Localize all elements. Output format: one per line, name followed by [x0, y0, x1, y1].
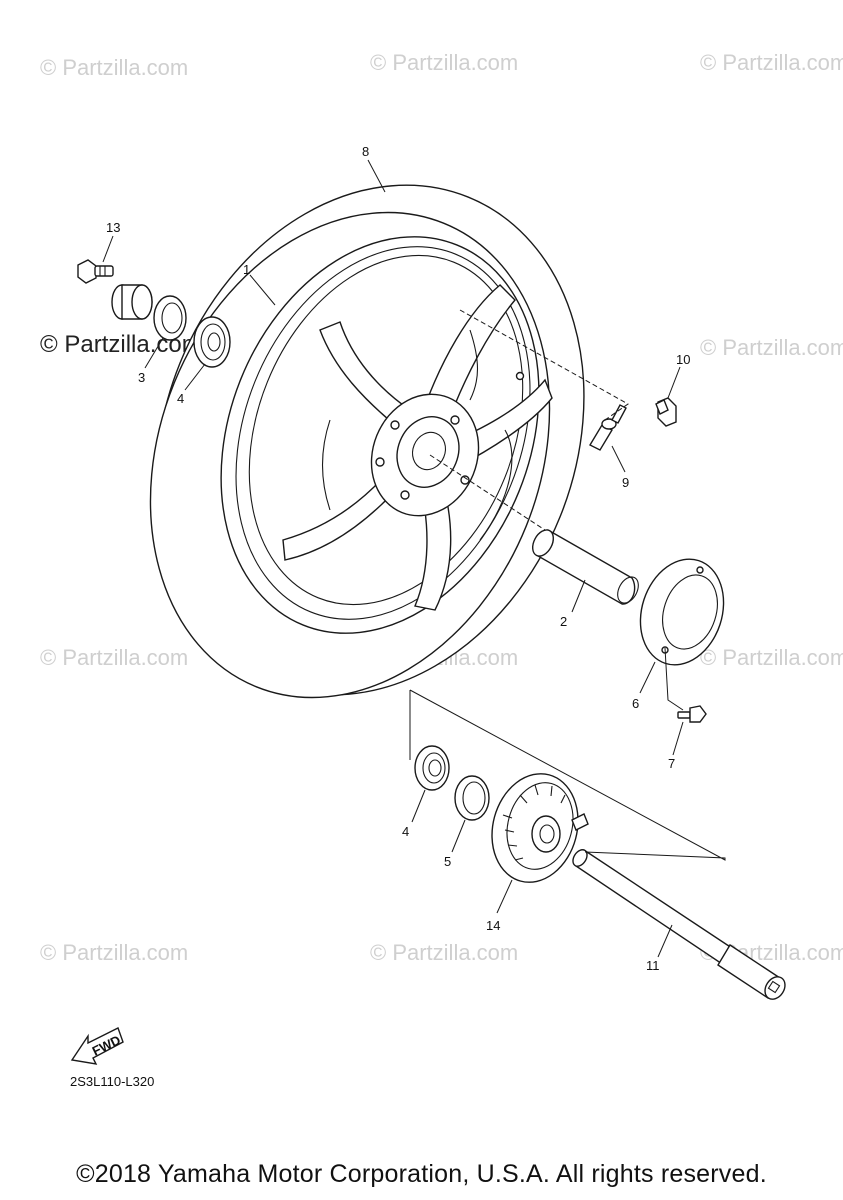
fwd-arrow: FWD	[70, 1027, 124, 1065]
fwd-arrow-icon	[70, 1027, 124, 1065]
callout-3: 3	[138, 370, 145, 385]
watermark: © Partzilla.com	[40, 940, 188, 965]
watermark: © Partzilla.com	[370, 940, 518, 965]
callout-6: 6	[632, 696, 639, 711]
part-13-bolt	[77, 259, 114, 284]
watermark: © Partzilla.com	[40, 645, 188, 670]
part-collar	[111, 284, 153, 320]
callout-4-lower: 4	[402, 824, 409, 839]
callout-11: 11	[646, 958, 660, 973]
watermark: © Partzilla.com	[370, 50, 518, 75]
part-3-oil-seal	[153, 295, 187, 341]
part-9-valve	[589, 404, 627, 451]
part-7-screw	[677, 705, 707, 723]
callout-7: 7	[668, 756, 675, 771]
part-4-bearing-lower	[414, 745, 450, 791]
part-6-disc	[639, 558, 725, 666]
callout-13: 13	[106, 220, 120, 235]
watermark: © Partzilla.com	[700, 335, 843, 360]
watermark: © Partzilla.com	[700, 50, 843, 75]
wheel-assembly	[149, 184, 585, 699]
callout-8: 8	[362, 144, 369, 159]
watermark: © Partzilla.com	[40, 55, 188, 80]
callout-14: 14	[486, 918, 500, 933]
part-14-meter-gear	[491, 773, 589, 883]
leader-lines	[102, 159, 726, 958]
callout-1: 1	[243, 262, 250, 277]
copyright-notice: ©2018 Yamaha Motor Corporation, U.S.A. A…	[76, 1160, 767, 1188]
callout-10: 10	[676, 352, 690, 367]
diagram-code: 2S3L110-L320	[70, 1074, 154, 1089]
callout-9: 9	[622, 475, 629, 490]
rim-inner-edge	[235, 246, 531, 620]
part-5-oil-seal	[454, 775, 490, 821]
callout-5: 5	[444, 854, 451, 869]
hub-center	[396, 416, 460, 488]
callout-2: 2	[560, 614, 567, 629]
rim-bead	[248, 254, 524, 606]
callouts: 8 1 13 3 4 10 9 2 6 7 4 5 14 11	[106, 144, 690, 973]
callout-4-upper: 4	[177, 391, 184, 406]
fwd-label: FWD	[90, 1032, 123, 1058]
part-10-valve-cap	[655, 397, 677, 427]
part-2-spacer	[531, 528, 639, 605]
part-4-bearing	[193, 316, 231, 368]
part-11-axle	[572, 848, 786, 1000]
watermark: © Partzilla.com	[700, 645, 843, 670]
